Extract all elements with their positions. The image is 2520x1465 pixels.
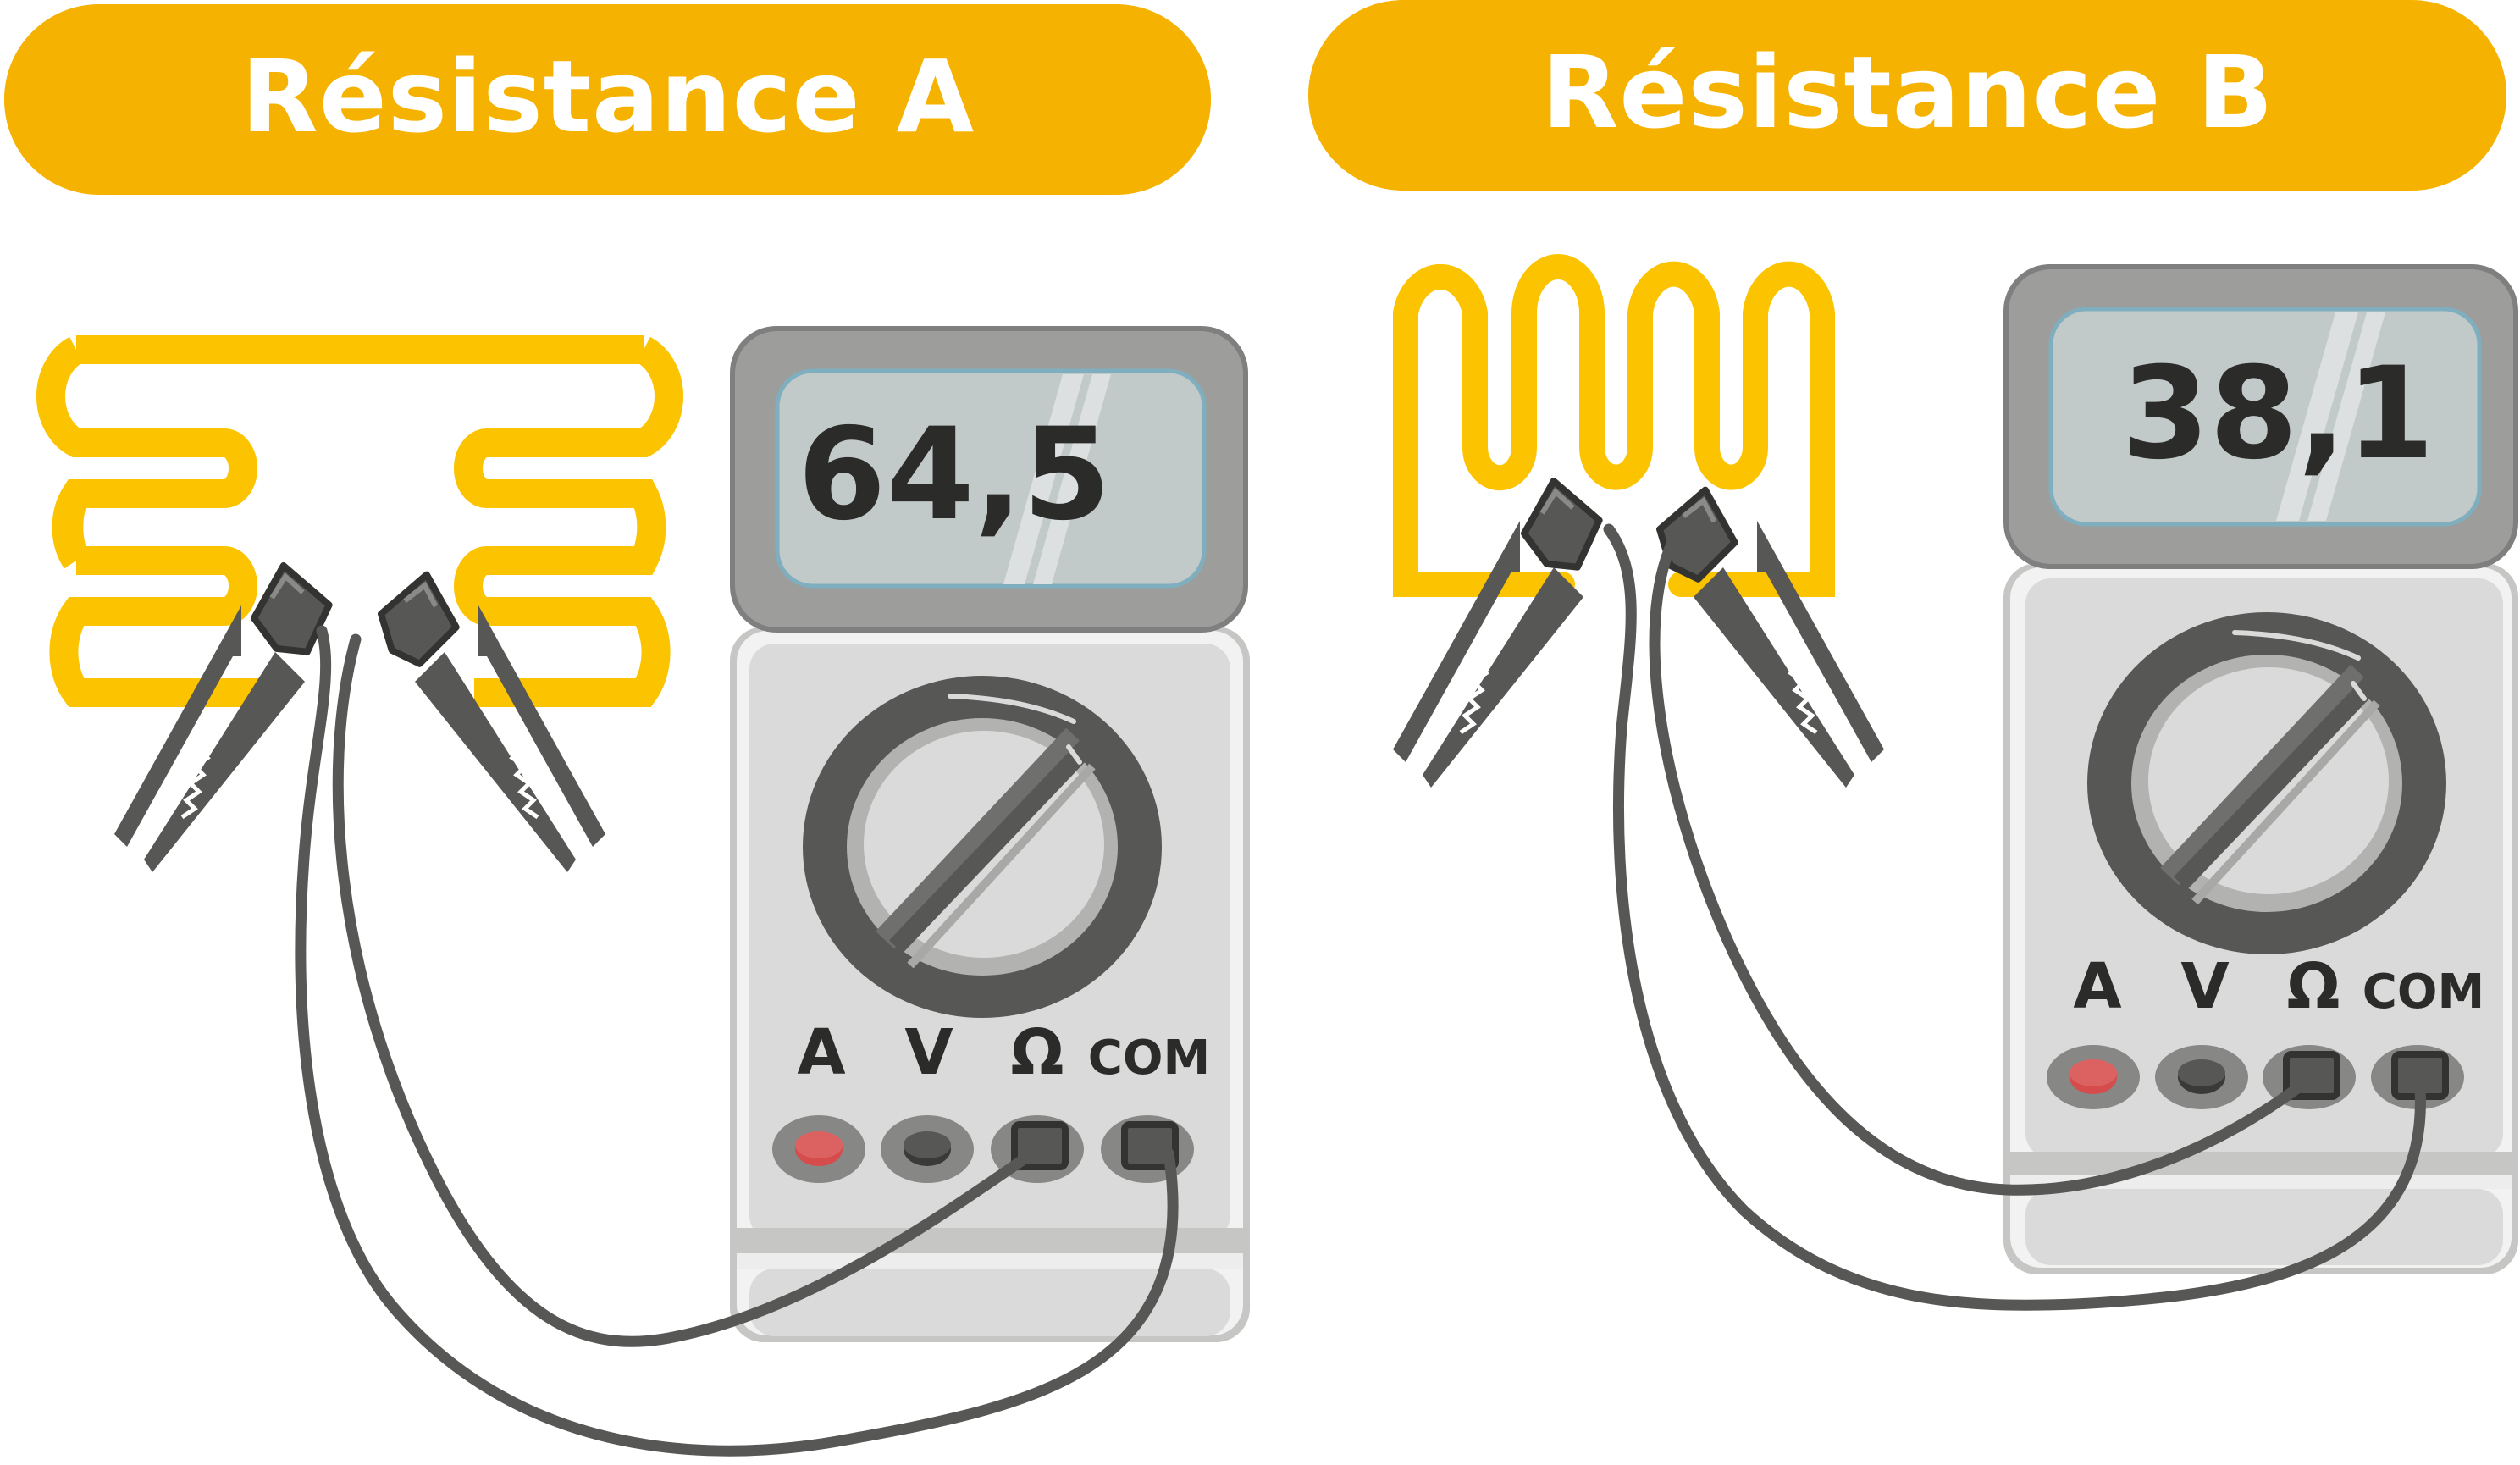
port-label-b-ohm: Ω xyxy=(2287,950,2340,1023)
rotary-dial-b[interactable] xyxy=(2087,612,2446,954)
lcd-reading-a: 64,5 xyxy=(798,401,1111,549)
lcd-screen-a xyxy=(775,368,1207,589)
port-label-a-volt: V xyxy=(904,1016,953,1089)
lead-a-com xyxy=(295,625,1179,1457)
multimeter-b-display: 38,1 xyxy=(2003,264,2518,569)
alligator-clip-a-right xyxy=(415,605,605,872)
alligator-clip-b-right xyxy=(1694,521,1884,788)
port-label-a-ohm: Ω xyxy=(1011,1016,1064,1089)
port-b-amp[interactable] xyxy=(2047,1045,2140,1109)
port-label-a-com: COM xyxy=(1088,1031,1210,1086)
port-label-a-amp: A xyxy=(797,1016,845,1089)
resistor-a xyxy=(36,335,684,707)
multimeter-a: 64,5 A V Ω COM xyxy=(730,326,1250,1342)
header-b: Résistance B xyxy=(1308,0,2506,191)
lead-b-ohm xyxy=(1649,536,2309,1196)
rotary-dial-a[interactable] xyxy=(803,676,1162,1018)
header-a: Résistance A xyxy=(4,4,1211,195)
port-b-volt[interactable] xyxy=(2155,1045,2248,1109)
lead-b-com xyxy=(1603,523,2426,1311)
header-a-title: Résistance A xyxy=(241,38,975,155)
lcd-reading-b: 38,1 xyxy=(2121,340,2434,488)
plug-a-right xyxy=(373,568,464,669)
port-a-amp[interactable] xyxy=(772,1115,865,1183)
multimeter-b: 38,1 A V Ω COM xyxy=(2003,264,2518,1274)
port-label-b-com: COM xyxy=(2362,965,2484,1020)
header-b-title: Résistance B xyxy=(1542,34,2274,151)
port-label-b-volt: V xyxy=(2180,950,2229,1023)
header-b-pill xyxy=(1308,0,2506,191)
port-a-volt[interactable] xyxy=(881,1115,974,1183)
port-label-b-amp: A xyxy=(2073,950,2121,1023)
panel-a: Résistance A xyxy=(4,4,1250,1457)
port-a-com[interactable] xyxy=(1101,1115,1194,1183)
resistor-b xyxy=(1393,254,1835,597)
test-leads-b xyxy=(1603,523,2426,1311)
multimeter-a-display: 64,5 xyxy=(730,326,1248,633)
plug-b-left xyxy=(1516,474,1606,575)
lead-a-ohm xyxy=(332,633,1041,1347)
panel-b: Résistance B xyxy=(1308,0,2518,1311)
lcd-screen-b xyxy=(2048,307,2482,527)
header-a-pill xyxy=(4,4,1211,195)
test-leads-a xyxy=(295,625,1179,1457)
